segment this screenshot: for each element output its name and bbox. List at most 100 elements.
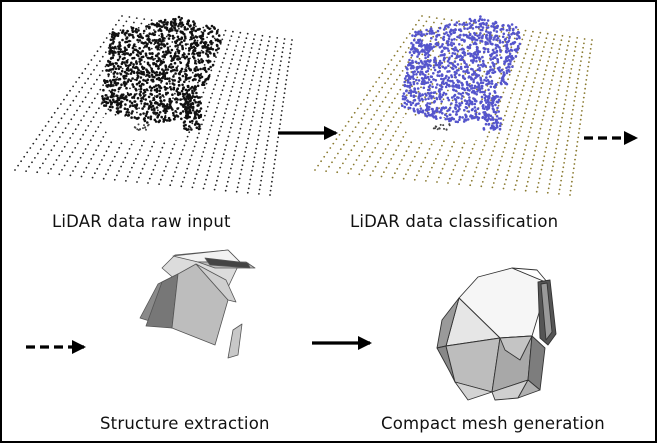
building-point <box>211 63 215 67</box>
ground-point <box>87 77 89 80</box>
building-point <box>470 78 473 81</box>
ground-point <box>541 82 544 85</box>
ground-point <box>519 166 522 169</box>
building-point <box>453 70 457 74</box>
building-point <box>425 103 428 107</box>
ground-point <box>262 112 264 115</box>
ground-point <box>379 105 381 107</box>
ground-point <box>93 54 96 57</box>
ground-point <box>276 141 279 143</box>
building-point <box>213 54 216 57</box>
ground-point <box>273 163 276 165</box>
ground-point <box>447 182 449 184</box>
ground-point <box>139 172 142 175</box>
ground-point <box>137 41 140 44</box>
ground-point <box>575 86 578 89</box>
building-point <box>430 96 433 100</box>
ground-point <box>580 60 582 62</box>
building-point <box>494 103 497 107</box>
building-point <box>152 62 156 65</box>
ground-point <box>87 125 90 127</box>
ground-point <box>276 37 279 39</box>
ground-point <box>445 159 448 161</box>
building-point <box>418 65 422 68</box>
ground-point <box>396 78 398 81</box>
ground-point <box>351 130 354 133</box>
building-point <box>488 34 492 37</box>
building-point <box>135 103 139 106</box>
building-point <box>515 37 519 41</box>
building-point <box>179 112 182 115</box>
ground-point <box>102 177 105 180</box>
ground-point <box>267 85 269 88</box>
ground-point <box>348 135 351 137</box>
building-point <box>501 24 504 28</box>
ground-point <box>220 162 223 164</box>
building-point <box>149 117 153 121</box>
ground-point <box>272 108 274 111</box>
building-point <box>461 91 465 95</box>
ground-point <box>53 144 56 147</box>
building-point <box>111 105 114 109</box>
building-point <box>156 116 159 119</box>
ground-point <box>396 93 399 95</box>
ground-point <box>417 90 420 93</box>
ground-point <box>77 123 80 126</box>
building-point <box>507 68 510 72</box>
ground-point <box>432 35 435 38</box>
building-point <box>466 65 469 68</box>
ground-point <box>202 151 205 153</box>
ground-point <box>274 154 277 157</box>
building-point <box>512 31 515 35</box>
ground-point <box>502 187 505 190</box>
ground-point <box>415 95 417 97</box>
ground-point <box>536 100 539 102</box>
building-point <box>477 36 481 40</box>
ground-point <box>402 177 405 180</box>
building-point <box>402 92 406 95</box>
ground-point <box>539 91 541 94</box>
ground-point <box>366 160 369 163</box>
ground-point <box>394 172 396 175</box>
building-point <box>464 118 468 122</box>
building-point <box>483 107 486 111</box>
ground-point <box>396 167 399 170</box>
building-point <box>505 29 509 32</box>
building-point <box>417 53 421 56</box>
ground-point <box>214 184 217 187</box>
building-point <box>165 28 169 31</box>
ground-point <box>538 36 540 38</box>
ground-point <box>71 151 74 154</box>
building-point <box>147 106 151 110</box>
ground-point <box>395 149 397 152</box>
building-point <box>460 101 464 105</box>
ground-point <box>433 21 435 24</box>
ground-point <box>50 168 52 170</box>
ground-point <box>567 85 569 88</box>
building-point <box>194 100 197 104</box>
building-point <box>201 38 204 41</box>
building-point <box>187 19 191 23</box>
ground-point <box>573 100 576 102</box>
ground-point <box>117 90 120 93</box>
ground-point <box>155 113 157 116</box>
building-point <box>162 23 166 27</box>
ground-point <box>536 141 539 143</box>
building-point <box>472 97 475 100</box>
building-point <box>139 113 142 116</box>
building-point <box>186 103 190 107</box>
ground-point <box>409 164 412 167</box>
building-point <box>500 82 503 86</box>
ground-point <box>540 123 543 126</box>
building-point <box>406 67 409 71</box>
ground-point <box>498 77 501 79</box>
ground-point <box>260 39 263 42</box>
building-point <box>205 24 208 28</box>
ground-point <box>531 58 533 61</box>
building-point <box>169 21 173 24</box>
building-point <box>139 76 143 79</box>
ground-point <box>369 89 371 92</box>
building-point <box>129 104 132 108</box>
ground-point <box>169 82 171 85</box>
building-point <box>194 116 197 120</box>
